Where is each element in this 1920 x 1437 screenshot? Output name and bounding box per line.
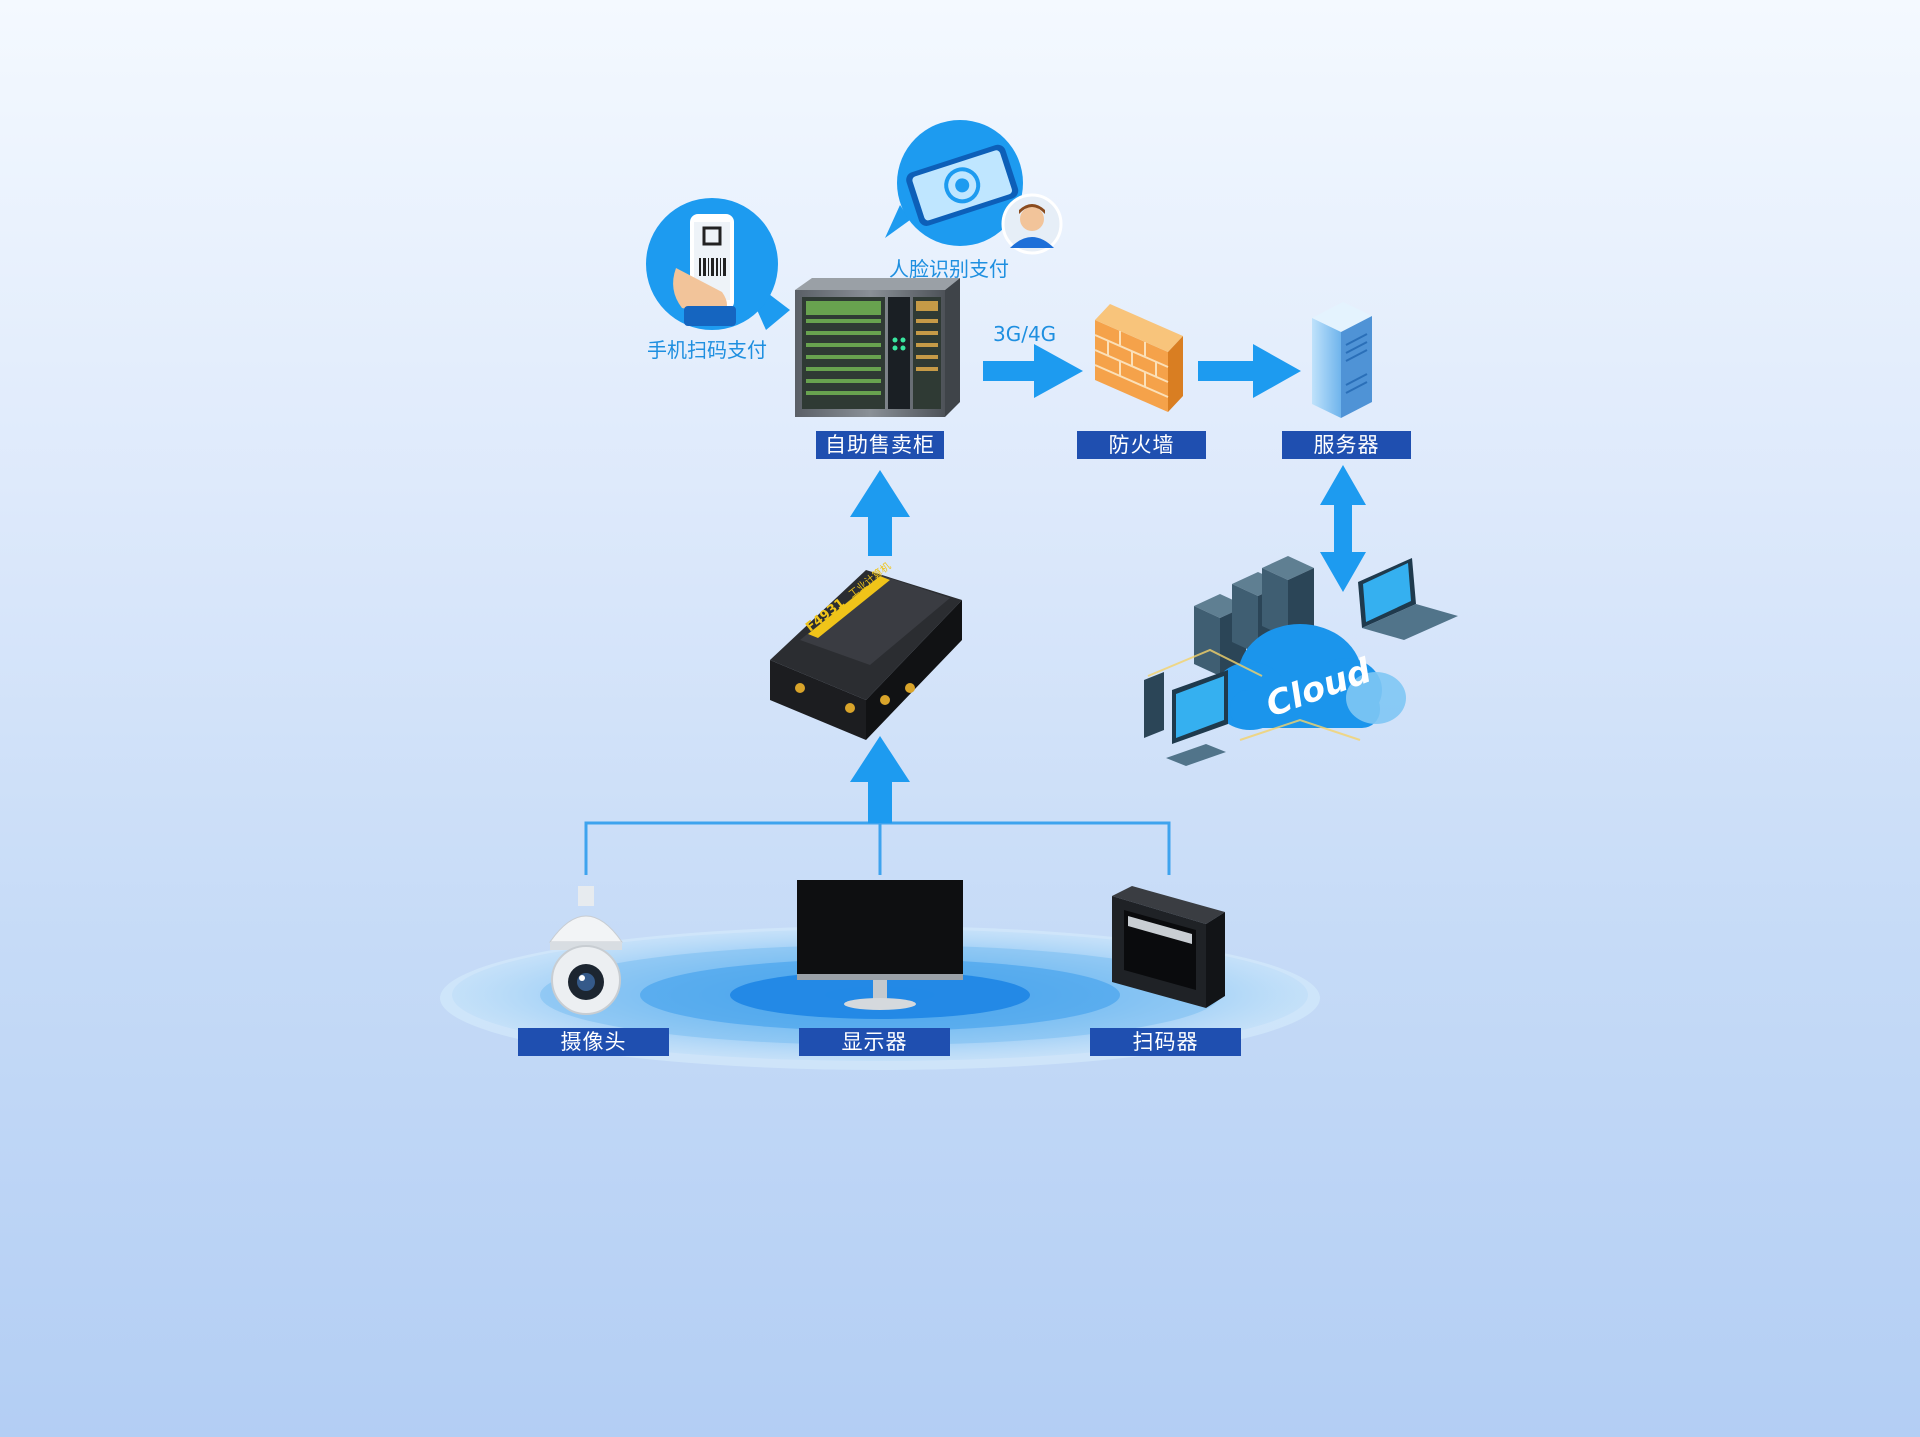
network-caption: 3G/4G [993, 322, 1057, 346]
monitor-icon [797, 880, 963, 1010]
scanner-label: 扫码器 [1090, 1028, 1241, 1056]
laptop-icon [1358, 558, 1458, 640]
vending-cabinet-label: 自助售卖柜 [816, 431, 944, 459]
vending-machine-icon [795, 278, 960, 417]
camera-icon [549, 886, 623, 1015]
arrow-firewall-to-server [1198, 344, 1301, 398]
device-connector-lines [584, 821, 1171, 875]
arrow-server-cloud-bidirectional [1320, 465, 1366, 592]
server-label: 服务器 [1282, 431, 1411, 459]
arrow-cabinet-to-firewall [983, 344, 1083, 398]
arrow-router-to-cabinet [850, 470, 910, 556]
face-pay-bubble-icon [885, 120, 1063, 255]
phone-scan-bubble-icon [646, 198, 790, 330]
mobile-scan-pay-caption: 手机扫码支付 [647, 338, 767, 362]
cloud-datacenter-icon: Cloud [1144, 556, 1458, 766]
monitor-label: 显示器 [799, 1028, 950, 1056]
scanner-icon [1112, 886, 1225, 1008]
camera-label: 摄像头 [518, 1028, 669, 1056]
cloud-shape: Cloud [1212, 624, 1406, 730]
firewall-label: 防火墙 [1077, 431, 1206, 459]
router-icon: F4931 工业计算机 [770, 559, 962, 740]
desktop-pc-icon [1144, 670, 1228, 766]
arrow-devices-to-router [850, 736, 910, 823]
server-icon [1312, 302, 1372, 418]
firewall-icon [1094, 304, 1183, 412]
face-pay-caption: 人脸识别支付 [889, 257, 1009, 281]
